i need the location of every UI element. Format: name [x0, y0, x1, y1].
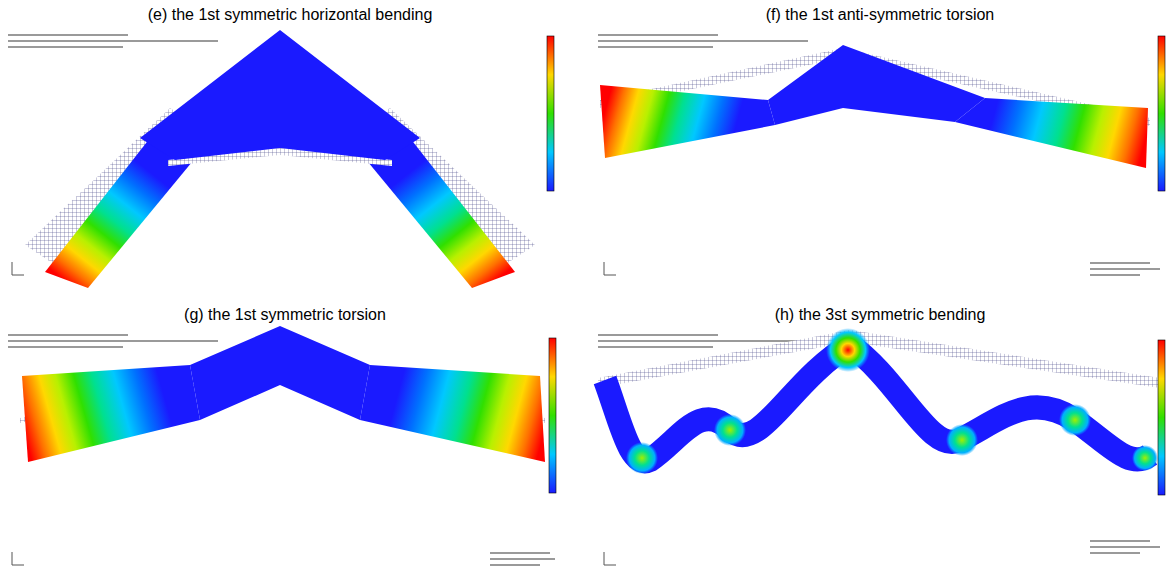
panel-h — [598, 328, 1165, 565]
panel-e — [8, 30, 554, 288]
figure-caption: (f) the 1st anti-symmetric torsion — [766, 6, 995, 24]
figure-caption: (h) the 3st symmetric bending — [775, 306, 986, 324]
panel-f — [598, 34, 1165, 276]
figure-caption: (e) the 1st symmetric horizontal bending — [148, 6, 433, 24]
figure-caption: (g) the 1st symmetric torsion — [184, 306, 386, 324]
panel-g — [8, 326, 556, 566]
